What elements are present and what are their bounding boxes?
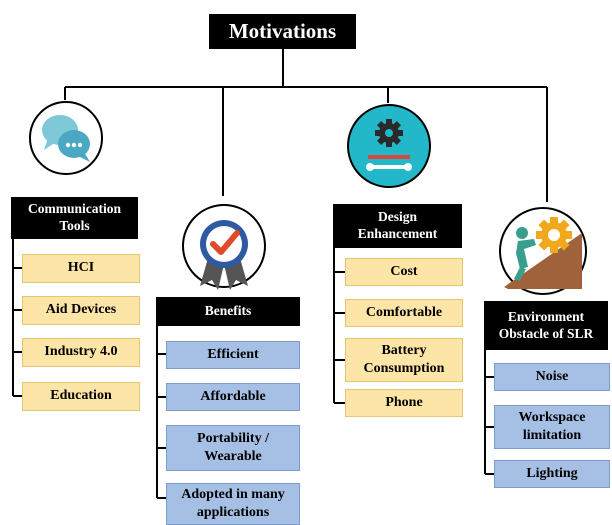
gear-tools-icon	[347, 104, 431, 188]
item-portability-wearable: Portability / Wearable	[166, 425, 300, 471]
item-battery-consumption: Battery Consumption	[345, 338, 463, 382]
item-affordable: Affordable	[166, 383, 300, 411]
chat-bubbles-icon	[29, 101, 103, 175]
item-noise: Noise	[494, 363, 610, 391]
item-cost: Cost	[345, 258, 463, 286]
item-adopted-in-many-applications: Adopted in many applications	[166, 483, 300, 525]
item-phone: Phone	[345, 389, 463, 417]
root-title: Motivations	[209, 14, 356, 49]
item-aid-devices: Aid Devices	[22, 296, 140, 325]
item-workspace-limitation: Workspace limitation	[494, 405, 610, 449]
item-lighting: Lighting	[494, 460, 610, 488]
item-hci: HCI	[22, 254, 140, 283]
category-header-design-enhancement: Design Enhancement	[333, 204, 462, 248]
item-comfortable: Comfortable	[345, 299, 463, 327]
item-industry-4: Industry 4.0	[22, 338, 140, 367]
category-header-communication-tools: Communication Tools	[11, 197, 138, 239]
category-header-environment-obstacle: Environment Obstacle of SLR	[484, 301, 608, 350]
person-pushing-gear-icon	[499, 207, 587, 295]
check-badge-icon	[182, 204, 266, 290]
item-efficient: Efficient	[166, 341, 300, 369]
item-education: Education	[22, 382, 140, 411]
category-header-benefits: Benefits	[156, 297, 300, 326]
